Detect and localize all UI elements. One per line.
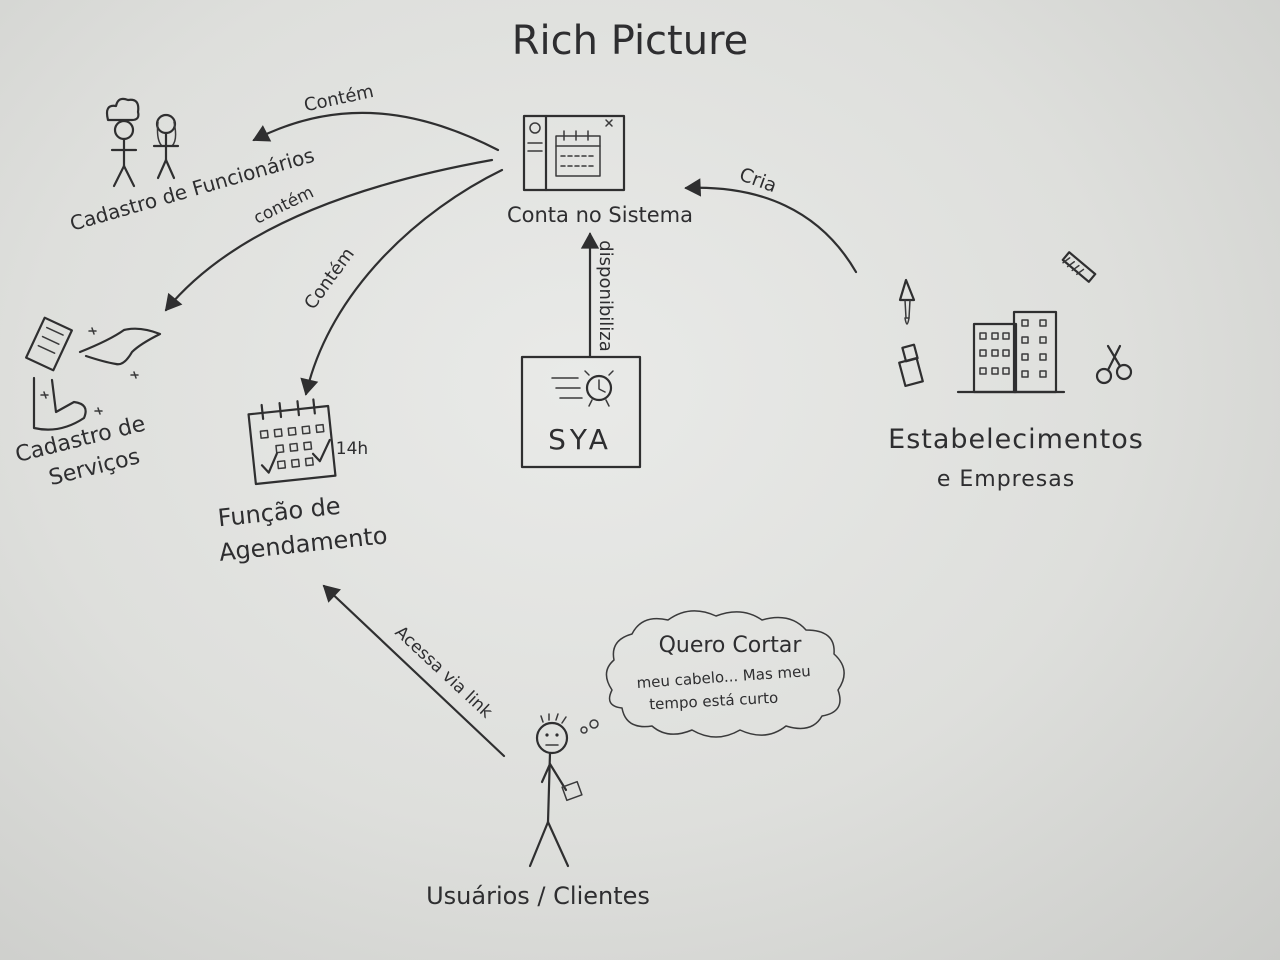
edge-contem-funcionarios [252,111,500,152]
calendar-time-label: 14h [336,439,368,459]
thought-line1: Quero Cortar [659,633,803,658]
node-funcionarios-label: Cadastro de Funcionários [67,143,317,236]
buildings-icon [956,310,1066,394]
edge-cria [684,178,858,274]
thought-line2: meu cabelo... Mas meu [636,662,811,692]
employees-icon [105,97,180,188]
user-stick-figure-icon [528,713,583,868]
node-estabelecimentos-line2: e Empresas [937,467,1075,492]
edge-contem-agendamento-label: Contém [300,244,359,314]
node-estabelecimentos-line1: Estabelecimentos [888,424,1144,455]
node-conta-label: Conta no Sistema [507,203,693,227]
edge-contem-servicos [164,158,494,312]
thought-bubble [580,610,845,738]
edge-acessa [322,584,506,758]
sya-system-icon [520,355,642,469]
calendar-icon [247,398,337,486]
system-window-icon [522,114,626,192]
nail-polish-brush-icon [898,278,916,325]
node-usuarios-label: Usuários / Clientes [426,882,650,910]
scissors-icon [1095,344,1133,385]
diagram-title: Rich Picture [512,18,749,64]
edge-contem-agendamento [300,168,504,396]
edge-disponibiliza-label: disponibiliza [595,240,616,352]
thought-line3: tempo está curto [649,689,779,714]
node-sya-label: SYA [548,423,612,456]
edge-acessa-label: Acessa via link [391,622,496,722]
services-icon [25,316,162,431]
edge-contem-funcionarios-label: Contém [302,81,375,116]
node-agendamento-line1: Função de [216,492,341,533]
nail-polish-bottle-icon [898,343,924,388]
comb-icon [1061,251,1097,283]
